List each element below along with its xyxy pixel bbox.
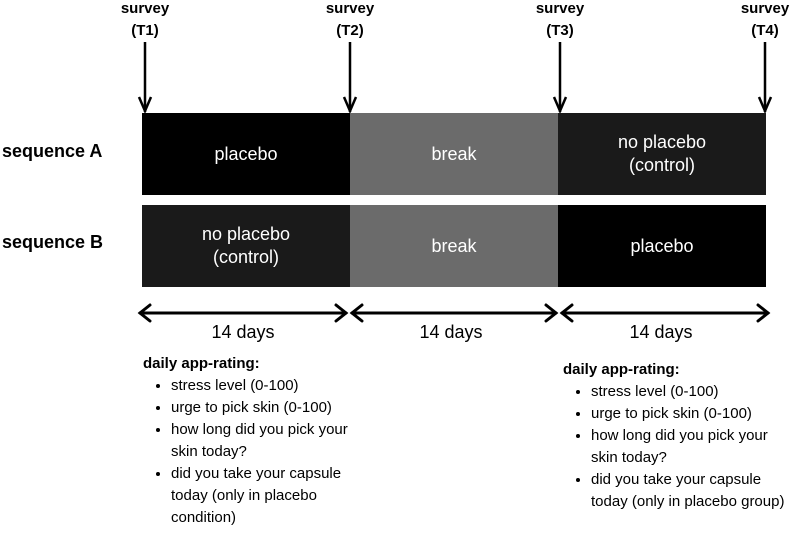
list-item: stress level (0-100) — [591, 381, 791, 403]
daily-rating-right-title: daily app-rating: — [563, 361, 680, 378]
sequence-b-block-break: break — [350, 205, 558, 287]
sequence-b-block-2-line1: break — [431, 235, 477, 256]
survey-label-t3-line1: survey — [535, 0, 585, 17]
duration-label-3: 14 days — [629, 322, 693, 342]
survey-arrowhead-t2 — [342, 96, 358, 115]
survey-label-t2-line2: (T2) — [336, 22, 364, 39]
survey-label-t3-line2: (T3) — [546, 22, 574, 39]
daily-rating-left: daily app-rating: stress level (0-100) u… — [143, 353, 383, 529]
duration-arrowhead-2-right — [544, 303, 559, 323]
sequence-b-label: sequence B — [2, 232, 104, 252]
sequence-a-block-placebo: placebo — [142, 113, 350, 195]
duration-label-2: 14 days — [419, 322, 483, 342]
duration-arrowhead-3-right — [756, 303, 771, 323]
survey-arrowhead-t3 — [552, 96, 568, 115]
sequence-a-block-control: no placebo (control) — [558, 113, 766, 195]
duration-arrowhead-3-left — [559, 303, 574, 323]
sequence-b-block-1-line1: no placebo — [201, 224, 291, 244]
survey-label-t4: survey (T4) — [730, 0, 794, 42]
list-item: how long did you pick your skin today? — [591, 425, 771, 469]
survey-label-t1: survey (T1) — [110, 0, 180, 42]
list-item: urge to pick skin (0-100) — [171, 397, 383, 419]
duration-arrowhead-1-left — [137, 303, 152, 323]
daily-rating-left-title: daily app-rating: — [143, 355, 260, 372]
survey-label-t2-line1: survey — [325, 0, 375, 17]
list-item: urge to pick skin (0-100) — [591, 403, 791, 425]
list-item: did you take your capsule today (only in… — [171, 463, 371, 529]
survey-label-t2: survey (T2) — [315, 0, 385, 42]
survey-label-t1-line2: (T1) — [131, 22, 159, 39]
survey-arrowhead-t1 — [137, 96, 153, 115]
sequence-b-block-3-line1: placebo — [630, 235, 694, 256]
duration-label-1: 14 days — [211, 322, 275, 342]
sequence-a-block-1-line1: placebo — [214, 143, 278, 164]
sequence-b-block-1-line2: (control) — [212, 247, 279, 267]
sequence-a-block-2-line1: break — [431, 143, 477, 164]
survey-label-t4-line2: (T4) — [751, 22, 779, 39]
sequence-a-block-3-line1: no placebo — [617, 132, 707, 152]
survey-label-t1-line1: survey — [120, 0, 170, 17]
sequence-a-block-3-line2: (control) — [628, 155, 695, 175]
sequence-a-block-break: break — [350, 113, 558, 195]
list-item: stress level (0-100) — [171, 375, 383, 397]
daily-rating-right-list: stress level (0-100) urge to pick skin (… — [563, 381, 791, 513]
duration-arrowhead-1-right — [334, 303, 349, 323]
list-item: how long did you pick your skin today? — [171, 419, 351, 463]
sequence-b-block-placebo: placebo — [558, 205, 766, 287]
survey-label-t3: survey (T3) — [525, 0, 595, 42]
daily-rating-right: daily app-rating: stress level (0-100) u… — [563, 359, 791, 513]
survey-arrowhead-t4 — [757, 96, 773, 115]
sequence-b-block-control: no placebo (control) — [142, 205, 350, 287]
duration-arrowhead-2-left — [349, 303, 364, 323]
survey-label-t4-line1: survey — [740, 0, 790, 17]
sequence-a-label: sequence A — [2, 141, 103, 161]
list-item: did you take your capsule today (only in… — [591, 469, 791, 513]
daily-rating-left-list: stress level (0-100) urge to pick skin (… — [143, 375, 383, 529]
